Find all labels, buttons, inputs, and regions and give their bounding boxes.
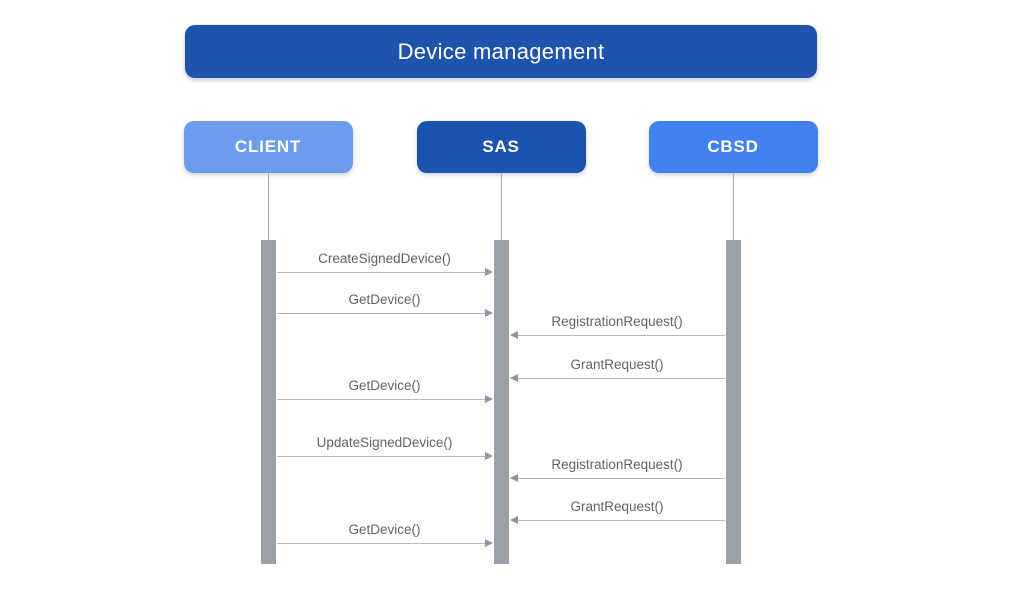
message-label: GrantRequest() bbox=[570, 499, 664, 514]
actor-box-cbsd: CBSD bbox=[648, 121, 818, 173]
lifeline-sas bbox=[501, 173, 502, 240]
actor-label-sas: SAS bbox=[482, 137, 520, 156]
message-arrow-line bbox=[516, 378, 725, 380]
activation-bar-client bbox=[260, 240, 276, 564]
message-label: RegistrationRequest() bbox=[551, 457, 683, 472]
message-arrow-line bbox=[516, 478, 725, 480]
message-label: GetDevice() bbox=[348, 378, 421, 393]
message-label: CreateSignedDevice() bbox=[318, 251, 451, 266]
message-label: GetDevice() bbox=[348, 522, 421, 537]
lifeline-client bbox=[268, 173, 269, 240]
message-label: UpdateSignedDevice() bbox=[316, 435, 453, 450]
arrowhead-right-icon bbox=[484, 309, 493, 318]
message-arrow-line bbox=[276, 399, 486, 401]
activation-bar-cbsd bbox=[725, 240, 741, 564]
message-arrow-line bbox=[516, 520, 725, 522]
lifeline-cbsd bbox=[733, 173, 734, 240]
message-arrow-line bbox=[276, 456, 486, 458]
arrowhead-left-icon bbox=[509, 331, 518, 340]
message-arrow-line bbox=[516, 335, 725, 337]
arrowhead-left-icon bbox=[509, 516, 518, 525]
message-arrow-line bbox=[276, 313, 486, 315]
diagram-title: Device management bbox=[397, 38, 605, 64]
arrowhead-right-icon bbox=[484, 395, 493, 404]
message-label: RegistrationRequest() bbox=[551, 314, 683, 329]
arrowhead-right-icon bbox=[484, 452, 493, 461]
message-arrow-line bbox=[276, 543, 486, 545]
arrowhead-left-icon bbox=[509, 474, 518, 483]
actor-box-sas: SAS bbox=[416, 121, 586, 173]
actor-box-client: CLIENT bbox=[183, 121, 353, 173]
arrowhead-right-icon bbox=[484, 268, 493, 277]
actor-label-cbsd: CBSD bbox=[707, 137, 759, 156]
actor-label-client: CLIENT bbox=[234, 137, 302, 156]
arrowhead-right-icon bbox=[484, 539, 493, 548]
message-label: GetDevice() bbox=[348, 292, 421, 307]
arrowhead-left-icon bbox=[509, 374, 518, 383]
diagram-title-bar: Device management bbox=[185, 25, 817, 78]
message-label: GrantRequest() bbox=[570, 357, 664, 372]
message-arrow-line bbox=[276, 272, 486, 274]
activation-bar-sas bbox=[493, 240, 509, 564]
